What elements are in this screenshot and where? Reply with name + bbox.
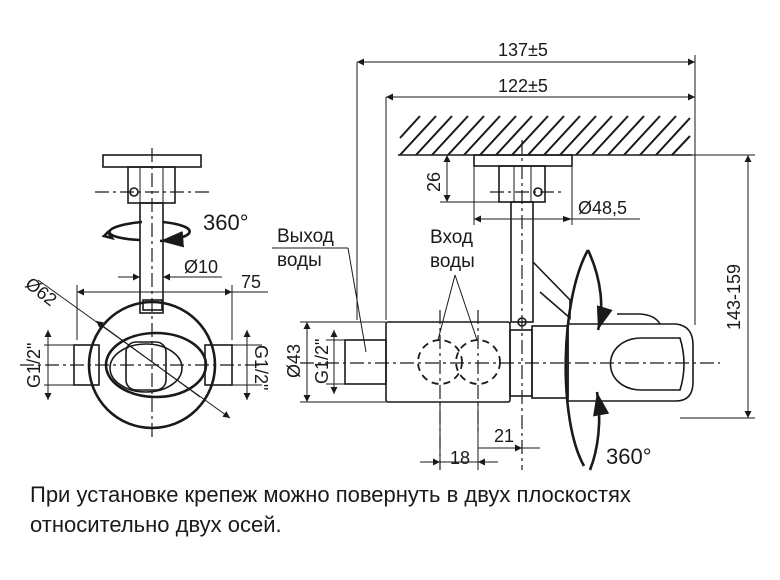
- front-rotation-arrow-left: [108, 220, 143, 242]
- front-width-label: 75: [241, 272, 261, 292]
- outlet-label-line2: воды: [277, 250, 322, 271]
- side-handle: [567, 323, 694, 402]
- body-diameter-label: Ø43: [284, 344, 304, 378]
- side-thread-label: G1/2": [312, 339, 332, 384]
- spacing-18-label: 18: [450, 448, 470, 468]
- rod-diameter-label: Ø10: [184, 257, 218, 277]
- front-thread-left-label: G1/2": [24, 343, 44, 388]
- inlet-label-line1: Вход: [430, 227, 473, 248]
- mount-height-label: 26: [424, 172, 444, 192]
- flange-diameter-label: Ø48,5: [578, 198, 627, 218]
- outlet-label-line1: Выход: [277, 226, 334, 247]
- inlet-hidden-right: [455, 339, 501, 385]
- front-body-circle: [87, 300, 217, 430]
- note-line-1: При установке крепеж можно повернуть в д…: [30, 482, 631, 507]
- front-knob: [104, 331, 208, 399]
- front-view: 360° Ø10 75 Ø62 G1/2": [20, 148, 271, 440]
- side-body: [385, 321, 511, 403]
- height-range-label: 143-159: [724, 264, 744, 330]
- side-rotation-label: 360°: [606, 444, 652, 469]
- side-outlet-pipe: [344, 339, 387, 385]
- inlet-label-line2: воды: [430, 251, 475, 272]
- front-rotation-arrow-right: [159, 220, 191, 248]
- side-rotation-arc: [564, 249, 590, 467]
- ceiling-hatch: [399, 115, 691, 156]
- inlet-hidden-left: [417, 339, 463, 385]
- front-thread-right-label: G1/2": [251, 345, 271, 390]
- side-bracket: [532, 261, 571, 320]
- overall-width-label: 137±5: [498, 40, 548, 60]
- front-rotation-label: 360°: [203, 210, 249, 235]
- side-view: 137±5 122±5: [272, 40, 755, 471]
- side-ceiling-flange: [473, 154, 573, 167]
- front-fitting-right: [204, 344, 233, 386]
- front-fitting-left: [73, 344, 100, 386]
- front-diameter-label: Ø62: [22, 273, 61, 310]
- spacing-21-label: 21: [494, 426, 514, 446]
- mount-width-label: 122±5: [498, 76, 548, 96]
- note-line-2: относительно двух осей.: [30, 512, 282, 537]
